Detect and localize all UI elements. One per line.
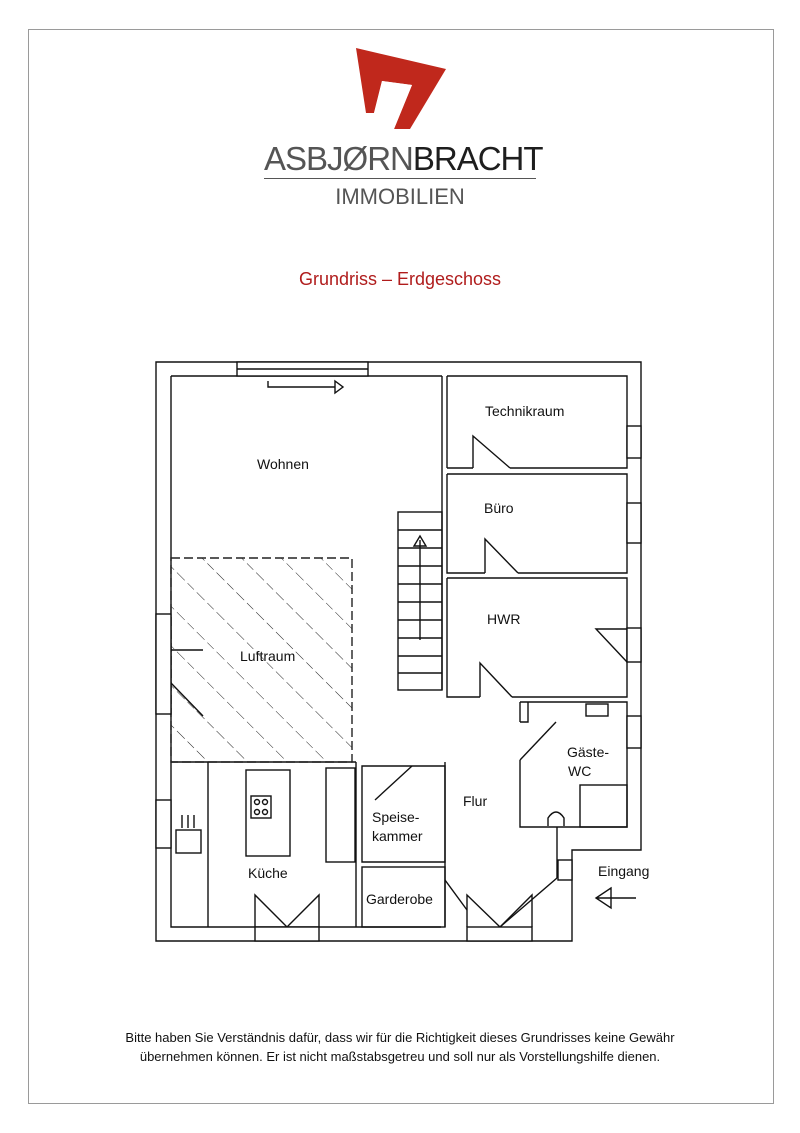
brand-name: ASBJØRNBRACHT <box>264 140 544 177</box>
window-kueche-left <box>155 799 172 849</box>
label-kueche: Küche <box>248 865 288 881</box>
wc-shower <box>579 784 628 828</box>
room-buero <box>446 473 628 574</box>
door-kueche <box>254 893 320 928</box>
luftraum-area <box>170 557 353 763</box>
room-technikraum <box>447 375 628 469</box>
door-eingang <box>444 877 558 928</box>
sliding-door-arrow <box>267 379 345 395</box>
sink <box>175 829 202 854</box>
door-technikraum <box>472 434 511 469</box>
label-garderobe: Garderobe <box>366 891 433 907</box>
window-technikraum <box>626 425 642 459</box>
brand-divider <box>264 178 536 179</box>
window-kueche-bottom <box>254 926 320 942</box>
label-eingang: Eingang <box>598 863 649 879</box>
brand-logo-mark <box>356 48 446 129</box>
label-wohnen: Wohnen <box>257 456 309 472</box>
outer-wall <box>155 361 642 942</box>
label-luftraum: Luftraum <box>240 648 295 664</box>
door-flur <box>466 893 533 928</box>
label-technikraum: Technikraum <box>485 403 564 419</box>
eingang-arrow <box>594 886 636 910</box>
door-wc <box>520 702 529 723</box>
label-speise-2: kammer <box>372 828 423 844</box>
brand-name-bold: BRACHT <box>412 140 544 177</box>
page-title: Grundriss – Erdgeschoss <box>298 269 502 289</box>
room-garderobe <box>361 866 446 928</box>
wc-washbasin <box>585 703 609 717</box>
window-luftraum <box>155 613 172 715</box>
label-hwr: HWR <box>487 611 520 627</box>
kitchen-island <box>245 769 291 857</box>
window-wc <box>626 715 642 749</box>
kitchen-cabinet <box>325 767 356 863</box>
disclaimer: Bitte haben Sie Verständnis dafür, dass … <box>60 1028 740 1066</box>
door-luftraum <box>170 649 204 717</box>
label-flur: Flur <box>463 793 487 809</box>
disclaimer-line-1: Bitte haben Sie Verständnis dafür, dass … <box>125 1030 675 1045</box>
window-hwr <box>626 627 642 663</box>
brand-subtitle: IMMOBILIEN <box>335 184 465 209</box>
label-buero: Büro <box>484 500 514 516</box>
disclaimer-line-2: übernehmen können. Er ist nicht maßstabs… <box>139 1049 661 1064</box>
door-buero <box>484 537 519 574</box>
label-gaeste-1: Gäste- <box>567 744 609 760</box>
cooktop <box>250 795 272 819</box>
window-buero <box>626 502 642 544</box>
window-flur-bottom <box>466 926 533 942</box>
brand-wordmark: ASBJØRNBRACHT IMMOBILIEN <box>264 140 544 212</box>
label-speise-1: Speise- <box>372 809 420 825</box>
room-hwr <box>446 577 628 698</box>
door-hwr <box>479 661 513 698</box>
label-gaeste-2: WC <box>568 763 591 779</box>
door-speisekammer <box>374 765 413 801</box>
brand-name-light: ASBJØRN <box>264 140 414 177</box>
door-hwr-right <box>594 628 628 663</box>
window-eingang <box>557 859 573 881</box>
stairs <box>397 511 443 691</box>
wc-toilet <box>547 811 565 826</box>
page-border <box>28 29 774 1104</box>
room-speisekammer <box>361 765 446 863</box>
stairs-arrow <box>412 534 428 640</box>
